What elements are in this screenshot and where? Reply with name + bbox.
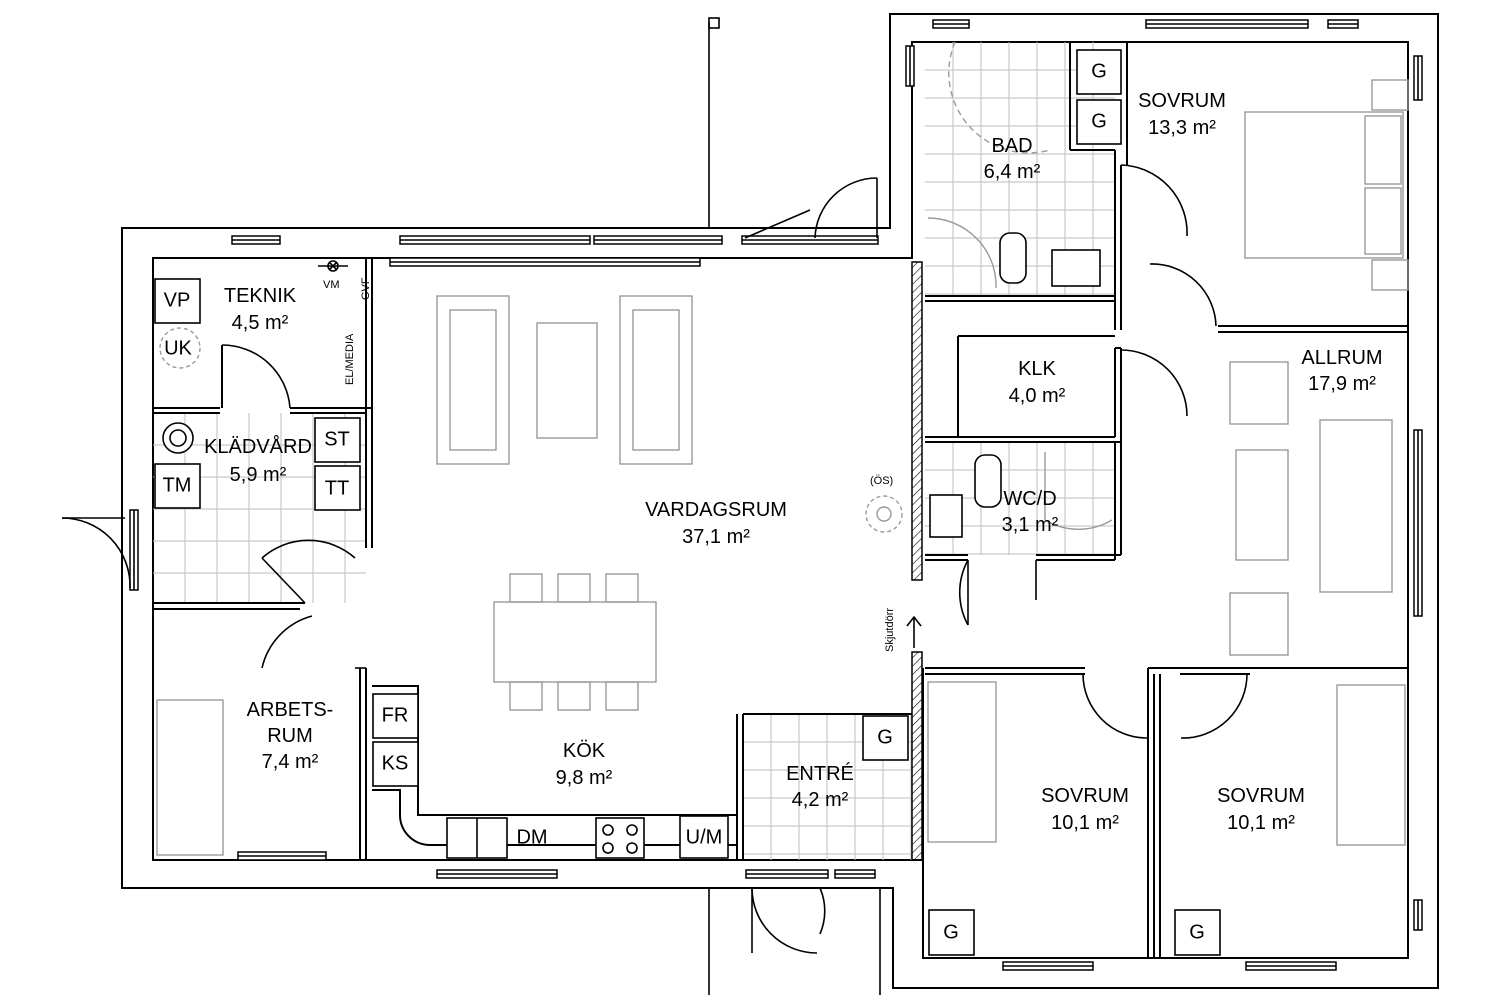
room-area-entre: 4,2 m² bbox=[792, 789, 849, 811]
fixture-g-bad-1: G bbox=[1091, 60, 1107, 82]
room-area-teknik: 4,5 m² bbox=[232, 312, 289, 334]
fixture-g-s2: G bbox=[1189, 921, 1205, 943]
sliding-door-label: Skjutdörr bbox=[884, 608, 896, 652]
room-name-allrum: ALLRUM bbox=[1301, 347, 1382, 369]
doors bbox=[61, 17, 1248, 995]
fixture-vm: VM bbox=[323, 279, 340, 291]
fixture-st: ST bbox=[324, 428, 350, 450]
fixture-uk: UK bbox=[164, 337, 192, 359]
bed-s2 bbox=[1336, 684, 1406, 846]
fixture-fr: FR bbox=[382, 704, 409, 726]
room-name-kok: KÖK bbox=[563, 740, 606, 762]
room-name-bad: BAD bbox=[991, 135, 1032, 157]
fixture-tt: TT bbox=[325, 477, 349, 499]
room-area-kladvard: 5,9 m² bbox=[230, 464, 287, 486]
fixture-ks: KS bbox=[382, 752, 409, 774]
outer-walls bbox=[121, 13, 1439, 989]
room-area-allrum: 17,9 m² bbox=[1308, 373, 1376, 395]
fixture-elmedia: EL/MEDIA bbox=[344, 333, 356, 385]
room-area-vardagsrum: 37,1 m² bbox=[682, 526, 750, 548]
room-area-sovrum-s2: 10,1 m² bbox=[1227, 812, 1295, 834]
room-area-bad: 6,4 m² bbox=[984, 161, 1041, 183]
fixture-g-bad-2: G bbox=[1091, 110, 1107, 132]
room-name-arbetsrum-2: RUM bbox=[267, 725, 313, 747]
fixture-tm: TM bbox=[163, 474, 192, 496]
sofa-left bbox=[436, 295, 510, 465]
fixture-g-s1: G bbox=[943, 921, 959, 943]
windows bbox=[129, 19, 1423, 971]
room-name-sovrum-s1: SOVRUM bbox=[1041, 785, 1129, 807]
bed-ne bbox=[1244, 111, 1404, 259]
room-name-sovrum-ne: SOVRUM bbox=[1138, 90, 1226, 112]
room-name-wcd: WC/D bbox=[1003, 488, 1056, 510]
fixture-um: U/M bbox=[686, 826, 723, 848]
room-name-kladvard: KLÄDVÅRD bbox=[204, 435, 312, 458]
room-name-sovrum-s2: SOVRUM bbox=[1217, 785, 1305, 807]
fixture-g-entre: G bbox=[877, 726, 893, 748]
room-area-klk: 4,0 m² bbox=[1009, 385, 1066, 407]
dining-table bbox=[493, 601, 657, 683]
fixture-gvf: GVF bbox=[360, 277, 372, 300]
room-area-wcd: 3,1 m² bbox=[1002, 514, 1059, 536]
sofa-right bbox=[619, 295, 693, 465]
fixture-os: (ÖS) bbox=[870, 475, 893, 487]
coffee-table bbox=[536, 322, 598, 439]
furniture bbox=[156, 41, 1409, 859]
tile-grids bbox=[153, 42, 1115, 860]
bed-arbetsrum bbox=[156, 699, 224, 856]
fixture-vp: VP bbox=[164, 289, 191, 311]
room-name-entre: ENTRÉ bbox=[786, 762, 854, 785]
room-name-arbetsrum-1: ARBETS- bbox=[247, 699, 334, 721]
room-labels: SOVRUM 13,3 m² BAD 6,4 m² TEKNIK 4,5 m² … bbox=[204, 90, 1382, 834]
room-name-klk: KLK bbox=[1018, 358, 1056, 380]
bed-s1 bbox=[927, 681, 997, 843]
fixture-boxes: VP UK ST TM TT FR KS DM U/M G G G G G VM… bbox=[154, 49, 1221, 956]
fixture-dm: DM bbox=[516, 826, 547, 848]
room-area-kok: 9,8 m² bbox=[556, 767, 613, 789]
room-name-vardagsrum: VARDAGSRUM bbox=[645, 499, 787, 521]
room-name-teknik: TEKNIK bbox=[224, 285, 297, 307]
room-area-arbetsrum: 7,4 m² bbox=[262, 751, 319, 773]
interior-walls bbox=[153, 42, 1408, 958]
room-area-sovrum-ne: 13,3 m² bbox=[1148, 117, 1216, 139]
room-area-sovrum-s1: 10,1 m² bbox=[1051, 812, 1119, 834]
